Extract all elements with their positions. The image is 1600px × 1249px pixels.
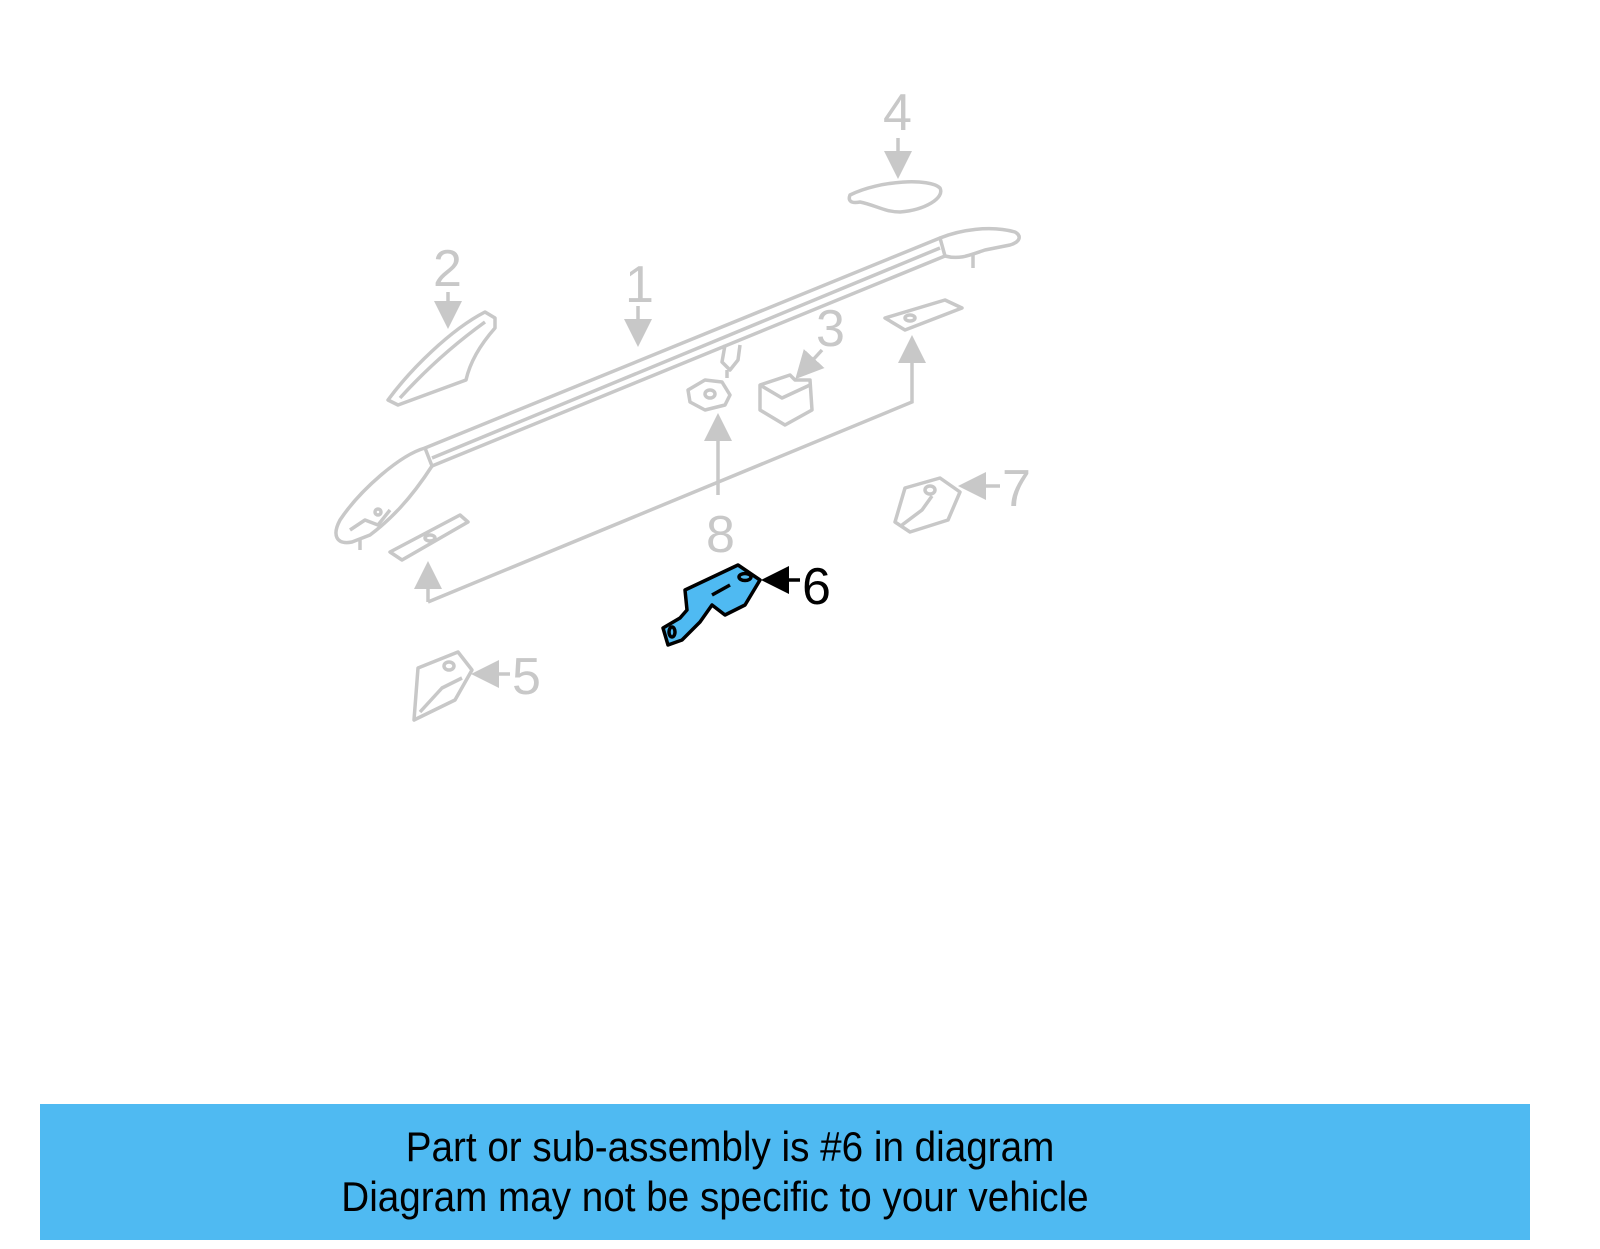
callout-4[interactable]: 4 (883, 84, 912, 142)
part-3-cap[interactable] (758, 373, 814, 427)
part-rear-pad-bracket[interactable] (883, 298, 964, 332)
callout-5[interactable]: 5 (512, 648, 541, 706)
callout-8[interactable]: 8 (706, 506, 735, 564)
part-4-rear-end-cover[interactable] (847, 180, 943, 214)
banner-disclaimer-line: Diagram may not be specific to your vehi… (341, 1173, 1089, 1220)
callout-6[interactable]: 6 (802, 558, 831, 616)
part-7-rear-bracket[interactable] (893, 476, 962, 534)
part-front-pad-bracket[interactable] (388, 513, 470, 562)
leader-line-3 (795, 348, 825, 380)
part-2-front-end-cover[interactable] (386, 310, 497, 407)
part-6-center-bracket-highlighted[interactable] (661, 563, 762, 647)
leader-line-shared-2 (427, 335, 926, 604)
part-1-roof-rail[interactable] (334, 226, 1021, 550)
callout-7[interactable]: 7 (1002, 460, 1031, 518)
callout-3[interactable]: 3 (816, 300, 845, 358)
part-8-pad[interactable] (686, 378, 732, 412)
part-5-front-bracket[interactable] (412, 650, 474, 722)
callout-1[interactable]: 1 (625, 256, 654, 314)
info-banner: Part or sub-assembly is #6 in diagram Di… (40, 1104, 1530, 1240)
banner-part-line: Part or sub-assembly is #6 in diagram (405, 1123, 1055, 1170)
callout-2[interactable]: 2 (433, 240, 462, 298)
